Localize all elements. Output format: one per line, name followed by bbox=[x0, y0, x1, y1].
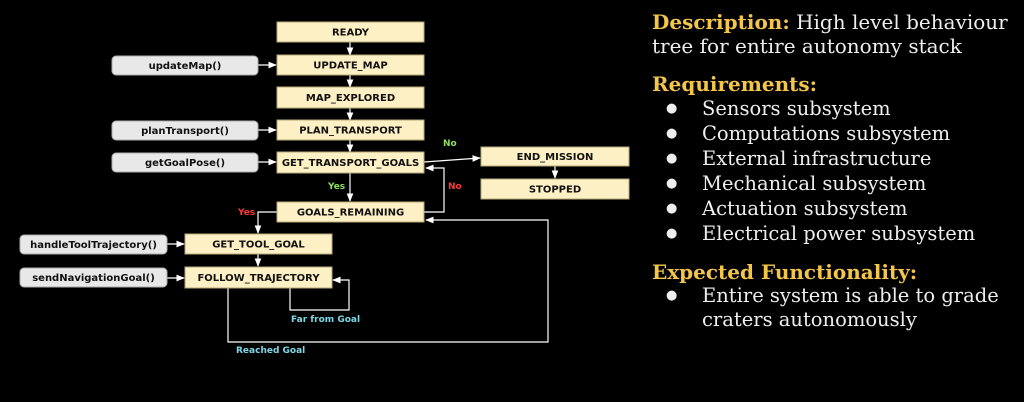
function-plan-transport-label: planTransport() bbox=[141, 126, 229, 137]
state-map-explored: MAP_EXPLORED bbox=[276, 86, 425, 109]
requirement-item: Actuation subsystem bbox=[652, 196, 1018, 221]
state-stopped-label: STOPPED bbox=[529, 185, 581, 196]
requirements-list: Sensors subsystem Computations subsystem… bbox=[652, 96, 1018, 246]
function-get-goal-pose-label: getGoalPose() bbox=[145, 158, 225, 169]
requirement-item: Sensors subsystem bbox=[652, 96, 1018, 121]
functionality-heading: Expected Functionality: bbox=[652, 260, 918, 284]
requirement-item: Mechanical subsystem bbox=[652, 171, 1018, 196]
edge-goals-end bbox=[423, 155, 481, 163]
edges bbox=[167, 42, 559, 343]
function-handle-tool-trajectory-label: handleToolTrajectory() bbox=[30, 240, 157, 251]
requirement-item: Electrical power subsystem bbox=[652, 221, 1018, 246]
state-update-map-label: UPDATE_MAP bbox=[313, 61, 387, 72]
state-get-tool-goal: GET_TOOL_GOAL bbox=[184, 233, 333, 255]
function-update-map-label: updateMap() bbox=[149, 61, 222, 72]
function-update-map: updateMap() bbox=[111, 55, 259, 76]
edge-reached-goal bbox=[227, 216, 549, 343]
function-plan-transport: planTransport() bbox=[111, 120, 259, 141]
edge-label-no-loop: No bbox=[448, 182, 462, 192]
state-follow-trajectory: FOLLOW_TRAJECTORY bbox=[184, 266, 333, 289]
state-plan-transport-label: PLAN_TRANSPORT bbox=[299, 126, 402, 137]
edge-label-reached-goal: Reached Goal bbox=[236, 346, 305, 356]
functionality-list: Entire system is able to grade craters a… bbox=[652, 284, 1018, 332]
state-end-mission-label: END_MISSION bbox=[517, 152, 594, 163]
state-end-mission: END_MISSION bbox=[480, 146, 630, 167]
state-follow-trajectory-label: FOLLOW_TRAJECTORY bbox=[197, 273, 320, 284]
edge-label-yes-remaining: Yes bbox=[327, 182, 345, 192]
edge-label-yes-tool: Yes bbox=[237, 208, 255, 218]
description-label: Description: bbox=[652, 10, 790, 34]
state-ready: READY bbox=[276, 21, 425, 43]
function-send-navigation-goal-label: sendNavigationGoal() bbox=[32, 273, 155, 284]
requirement-item: Computations subsystem bbox=[652, 121, 1018, 146]
state-ready-label: READY bbox=[332, 28, 370, 39]
edge-label-no-end-mission: No bbox=[443, 139, 457, 149]
requirement-item: External infrastructure bbox=[652, 146, 1018, 171]
function-handle-tool-trajectory: handleToolTrajectory() bbox=[19, 234, 168, 255]
state-stopped: STOPPED bbox=[480, 178, 630, 200]
requirements-heading: Requirements: bbox=[652, 72, 818, 96]
state-plan-transport: PLAN_TRANSPORT bbox=[276, 119, 425, 141]
state-get-transport-goals-label: GET_TRANSPORT_GOALS bbox=[282, 158, 419, 169]
function-get-goal-pose: getGoalPose() bbox=[111, 152, 259, 173]
edge-label-far-from-goal: Far from Goal bbox=[291, 315, 360, 325]
functionality-item: Entire system is able to grade craters a… bbox=[652, 284, 1018, 332]
state-update-map: UPDATE_MAP bbox=[276, 54, 425, 76]
edge-far-from-goal-loop bbox=[289, 276, 350, 311]
state-get-tool-goal-label: GET_TOOL_GOAL bbox=[212, 240, 305, 251]
behaviour-tree-diagram: READY UPDATE_MAP MAP_EXPLORED PLAN_TRANS… bbox=[19, 21, 630, 356]
state-map-explored-label: MAP_EXPLORED bbox=[306, 93, 395, 104]
state-get-transport-goals: GET_TRANSPORT_GOALS bbox=[276, 151, 425, 174]
state-goals-remaining-label: GOALS_REMAINING bbox=[297, 208, 404, 219]
info-panel: Description: High level behaviour tree f… bbox=[652, 10, 1018, 332]
state-goals-remaining: GOALS_REMAINING bbox=[276, 201, 425, 223]
description-text: High level behaviour tree for entire aut… bbox=[652, 10, 1008, 58]
function-send-navigation-goal: sendNavigationGoal() bbox=[19, 267, 168, 288]
description-paragraph: Description: High level behaviour tree f… bbox=[652, 10, 1018, 58]
edge-remaining-loop-no bbox=[424, 164, 445, 213]
edge-remaining-tool bbox=[254, 211, 277, 234]
